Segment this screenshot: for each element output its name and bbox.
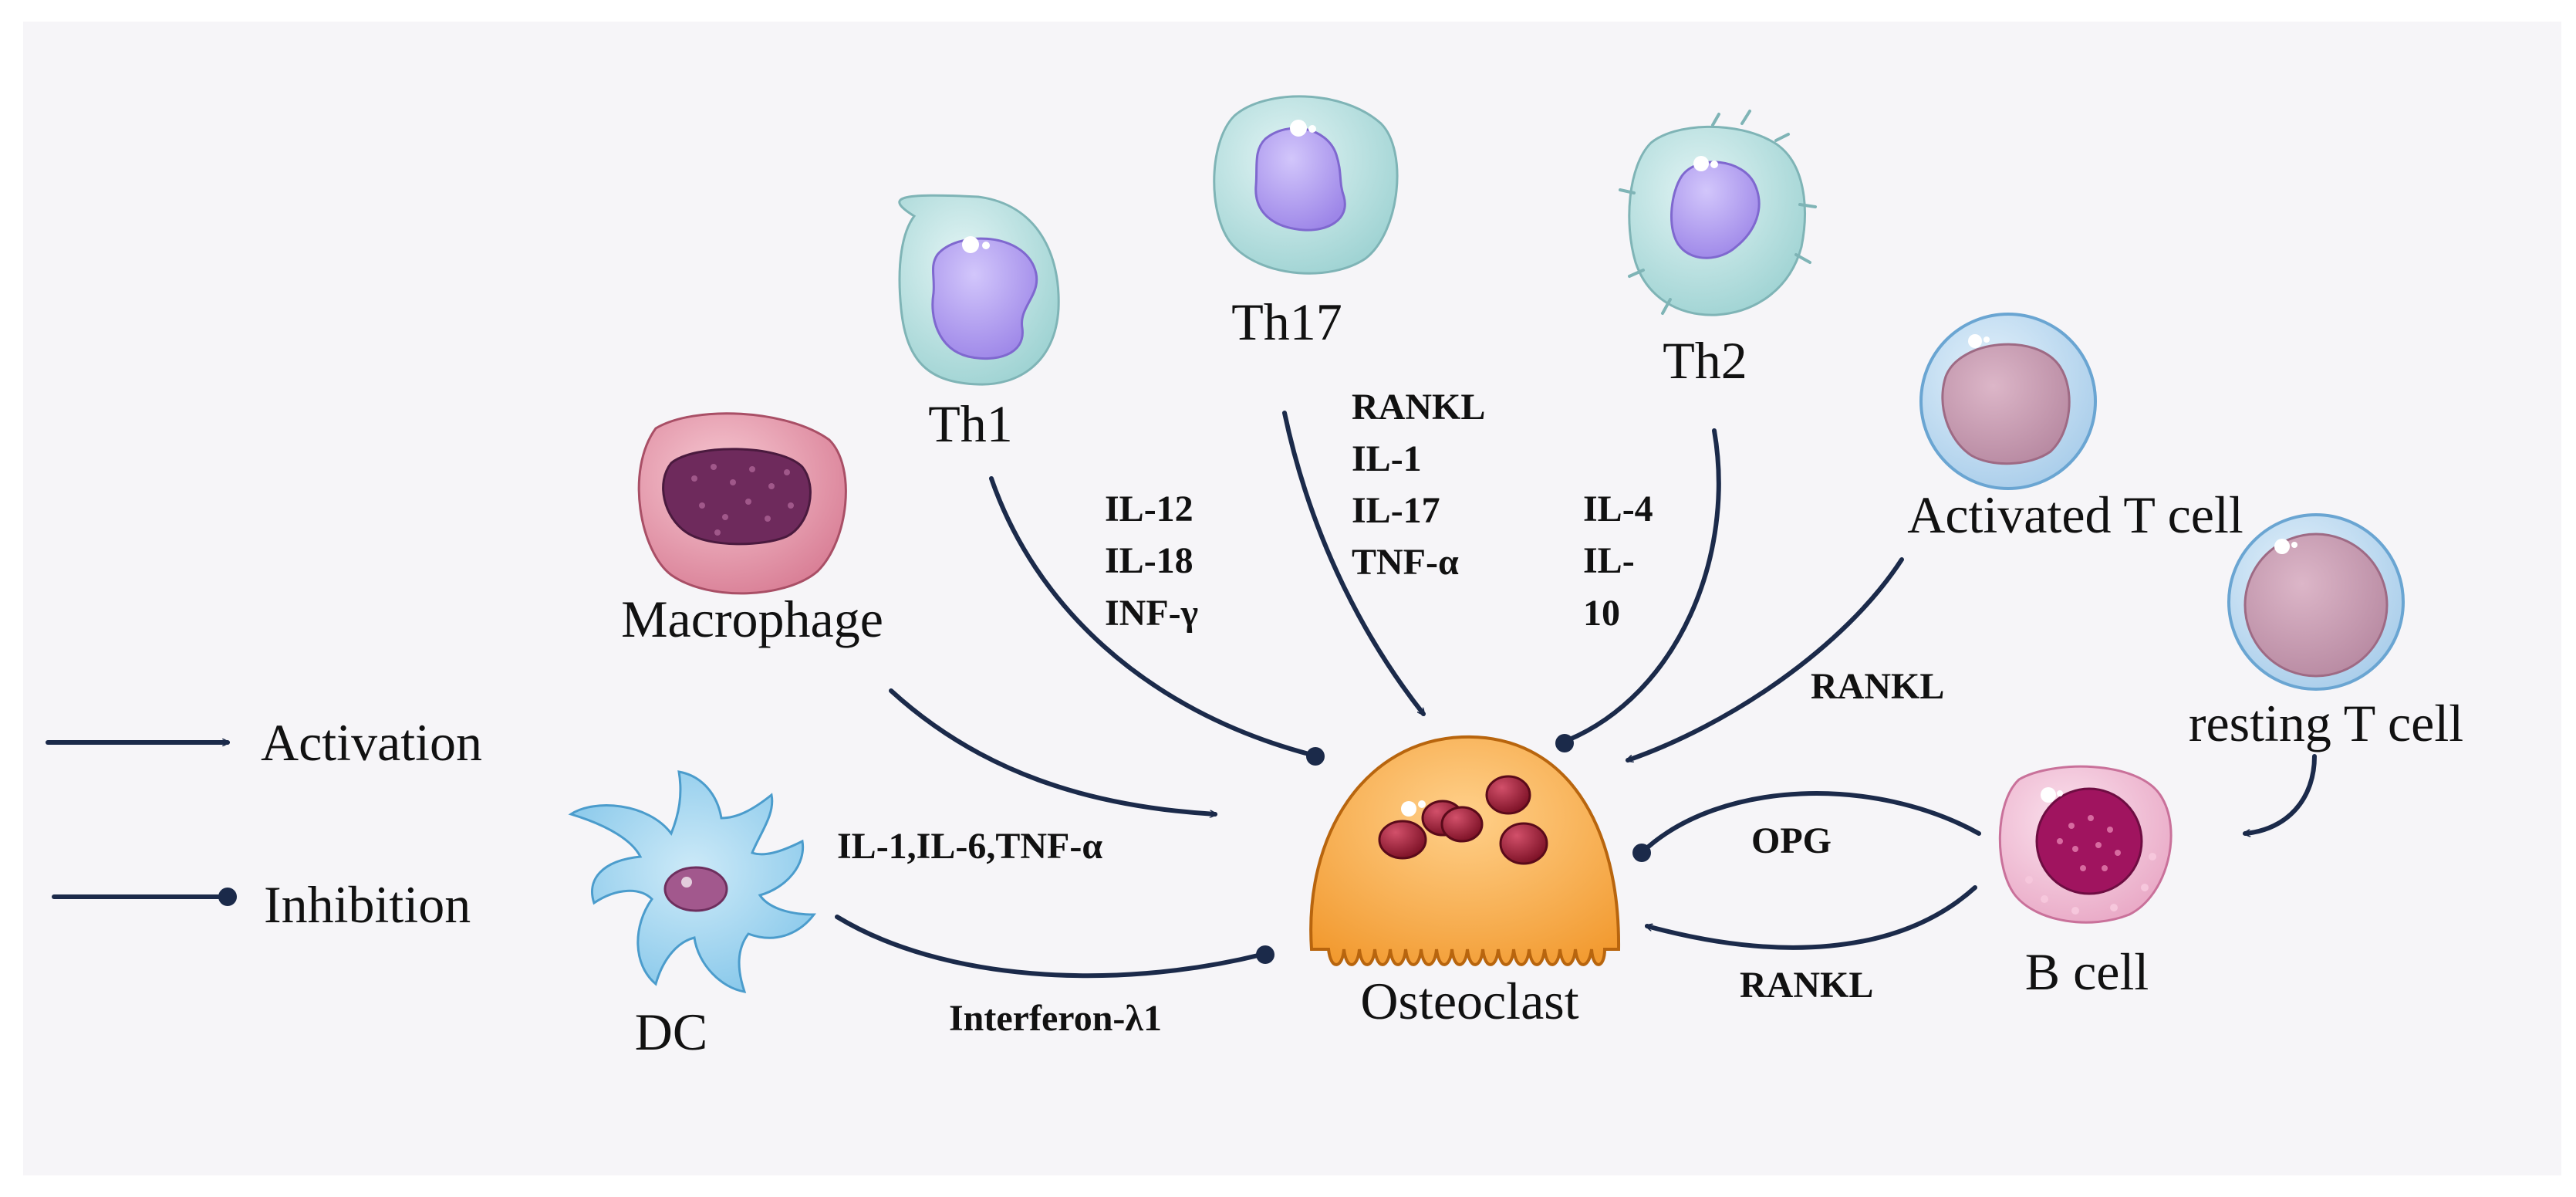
th17-activation-arrow [1282,411,1426,714]
th17-cytokine-2: IL-1 [1352,438,1422,479]
opg-inhibition-line [1641,791,1981,854]
dc-inhibition-dot [1256,945,1274,964]
b-cell-rankl-activation-arrow [1647,885,1977,950]
legend-inhibition-dot [218,888,237,906]
resting-t-cell-icon [2227,513,2405,691]
th2-label: Th2 [1663,331,1747,390]
activated-t-cell-icon [1919,313,2097,490]
activated-t-activation-arrow [1628,557,1904,760]
activated-t-rankl-label: RANKL [1811,666,1944,707]
th2-cytokine-1: IL-4 [1583,489,1653,529]
th2-inhibition-dot [1555,734,1574,752]
dc-label: DC [635,1003,707,1061]
macrophage-cytokines-label: IL-1,IL-6,TNF-α [837,826,1102,867]
th1-label: Th1 [928,394,1013,453]
th2-cytokine-2: IL- [1583,540,1635,581]
macrophage-cell-icon [637,412,847,595]
dc-inhibition-line [835,915,1264,979]
th1-inhibition-dot [1306,747,1325,766]
macrophage-label: Macrophage [621,590,883,648]
th1-cytokine-2: IL-18 [1105,540,1193,581]
opg-inhibition-dot [1632,844,1651,862]
dc-cell-icon [568,770,817,993]
th1-cell-icon [898,194,1060,386]
b-cell-label: B cell [2025,942,2149,1001]
th17-label: Th17 [1231,292,1342,351]
th1-inhibition-line [989,476,1314,757]
osteoclast-cell-icon [1309,735,1621,966]
dc-interferon-label: Interferon-λ1 [949,998,1162,1039]
th1-cytokine-3: INF-γ [1105,593,1198,634]
b-cell-rankl-label: RANKL [1740,965,1873,1006]
macrophage-activation-arrow [889,688,1215,814]
th17-cytokine-1: RANKL [1352,387,1485,428]
th17-cell-icon [1213,95,1399,275]
th2-cytokine-3: 10 [1583,593,1620,634]
th17-cytokine-3: IL-17 [1352,490,1440,531]
th2-cell-icon [1619,110,1817,316]
resting-t-to-b-cell-arrow [2245,754,2317,834]
opg-label: OPG [1751,820,1832,861]
legend-inhibition-label: Inhibition [264,875,471,934]
osteoclast-label: Osteoclast [1360,972,1578,1030]
b-cell-icon [1998,765,2173,924]
th2-inhibition-line [1564,428,1721,743]
activated-t-cell-label: Activated T cell [1907,485,2243,544]
th1-cytokine-1: IL-12 [1105,489,1193,529]
legend-activation-label: Activation [261,713,482,772]
resting-t-cell-label: resting T cell [2189,694,2463,752]
th17-cytokine-4: TNF-α [1352,542,1459,583]
